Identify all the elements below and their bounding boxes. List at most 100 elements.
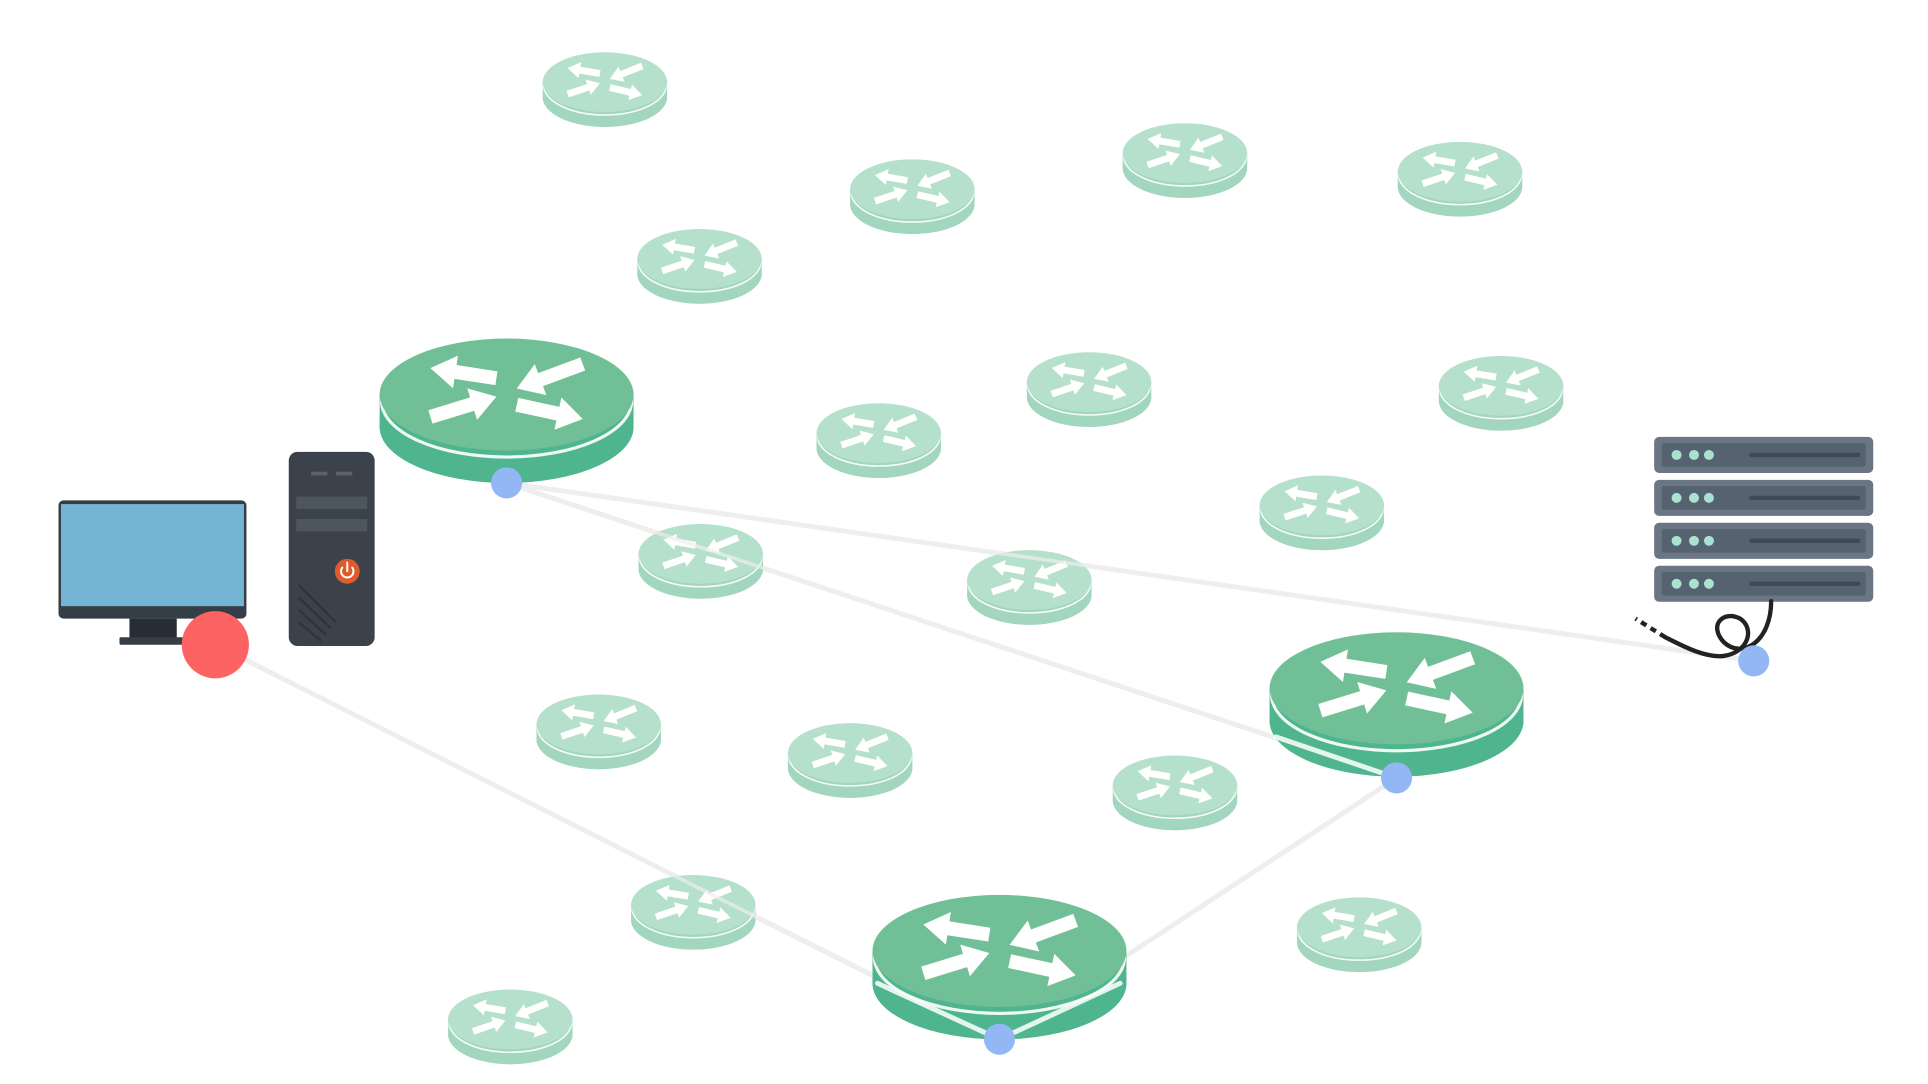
router-arrow-2 (1179, 765, 1214, 785)
router-arrow-4 (1405, 691, 1473, 724)
router-arrow-2 (1506, 366, 1540, 386)
router-arrow-3 (1283, 502, 1317, 521)
router-arrow-2 (1189, 133, 1224, 153)
router-arrow-4 (515, 397, 583, 430)
server-unit-4 (1654, 565, 1874, 602)
router-arrows-icon (1318, 649, 1476, 724)
router-arrow-3 (661, 256, 695, 275)
router-arrow-3 (811, 750, 846, 769)
route-routers (379, 338, 1524, 1042)
router-arrows-icon (1050, 362, 1128, 401)
background-router-4 (1397, 141, 1523, 217)
router-arrow-3 (1136, 782, 1170, 801)
router-arrows-icon (840, 413, 918, 452)
router-arrows-icon (1136, 765, 1214, 804)
route-link-overlay-4 (504, 481, 1756, 663)
power-icon (334, 558, 360, 584)
router-arrow-4 (703, 260, 737, 277)
router-arrow-1 (1320, 649, 1388, 683)
router-arrow-4 (854, 755, 888, 772)
router-arrow-1 (567, 62, 601, 79)
background-router-17 (448, 989, 573, 1065)
background-router-1 (542, 52, 668, 127)
router-arrow-2 (855, 733, 889, 753)
router-arrow-1 (561, 704, 595, 721)
router-arrow-1 (1137, 765, 1171, 782)
router-arrow-1 (430, 355, 498, 389)
router-arrows-icon (990, 559, 1068, 599)
route-link-overlay-1 (213, 642, 1002, 1042)
background-router-15 (631, 875, 756, 950)
start-node-marker (181, 611, 249, 679)
route-markers (181, 467, 1770, 1055)
router-arrow-3 (873, 186, 908, 205)
router-arrow-2 (1326, 485, 1361, 505)
router-arrow-1 (875, 169, 908, 186)
router-arrow-1 (1321, 907, 1355, 924)
router-arrows-icon (873, 169, 951, 208)
background-router-6 (1026, 352, 1152, 427)
background-router-13 (787, 723, 913, 798)
router-arrow-4 (1464, 173, 1498, 190)
router-arrows-icon (1421, 151, 1499, 190)
router-arrow-1 (1463, 365, 1497, 382)
router-arrow-2 (1406, 651, 1476, 689)
router-arrows-icon (1283, 485, 1361, 524)
router-arrow-1 (841, 413, 875, 430)
router-arrow-3 (1462, 383, 1497, 402)
router-arrow-4 (882, 435, 917, 452)
router-arrow-2 (883, 413, 918, 433)
router-arrow-2 (1034, 560, 1068, 580)
router-arrows-icon (428, 355, 586, 430)
background-router-12 (536, 694, 661, 770)
route-link-front-1 (1273, 734, 1400, 781)
router-arrow-4 (514, 1021, 548, 1038)
background-router-2 (850, 159, 975, 234)
router-arrow-4 (1008, 953, 1076, 987)
hop-node-marker-2 (1380, 762, 1413, 794)
router-arrow-2 (705, 534, 740, 554)
background-router-8 (1438, 355, 1564, 431)
background-router-16 (1296, 897, 1422, 973)
router-arrow-3 (1146, 150, 1180, 169)
router-arrow-3 (1320, 924, 1355, 943)
router-arrow-4 (697, 906, 731, 923)
router-arrow-2 (1009, 913, 1079, 952)
router-arrows-icon (1320, 907, 1398, 946)
route-link-overlay-3 (504, 481, 1399, 780)
router-arrow-3 (560, 721, 594, 740)
router-arrow-3 (428, 388, 497, 424)
router-arrow-1 (1284, 485, 1318, 502)
router-arrow-4 (1189, 155, 1223, 172)
router-arrow-3 (471, 1016, 506, 1035)
route-router-bottom-center (872, 894, 1127, 1040)
router-arrows-icon (661, 238, 739, 277)
router-arrows-icon (811, 732, 889, 772)
router-arrow-1 (662, 238, 696, 255)
router-arrow-3 (1421, 169, 1456, 187)
router-arrows-icon (1146, 133, 1224, 172)
router-arrow-2 (1094, 362, 1128, 382)
router-arrow-3 (990, 577, 1025, 596)
server-rack-icon (1634, 436, 1874, 659)
router-arrow-3 (566, 79, 600, 98)
router-arrows-icon (921, 912, 1079, 987)
router-arrow-1 (812, 732, 846, 749)
router-arrow-4 (1179, 787, 1213, 804)
router-arrow-3 (662, 551, 696, 570)
router-arrow-2 (609, 62, 644, 82)
router-arrows-icon (566, 62, 644, 101)
router-arrow-4 (1505, 387, 1539, 404)
router-arrow-4 (916, 191, 950, 208)
router-arrow-1 (923, 912, 991, 945)
background-router-7 (816, 403, 941, 478)
router-arrow-1 (1422, 151, 1456, 168)
router-arrow-2 (515, 999, 549, 1019)
router-arrow-4 (1033, 582, 1067, 599)
hop-node-marker-1 (491, 467, 523, 499)
route-link-front-2 (875, 980, 1002, 1042)
router-arrow-1 (472, 999, 506, 1016)
background-router-5 (637, 229, 762, 304)
devices (58, 436, 1874, 659)
router-arrow-2 (603, 704, 638, 724)
